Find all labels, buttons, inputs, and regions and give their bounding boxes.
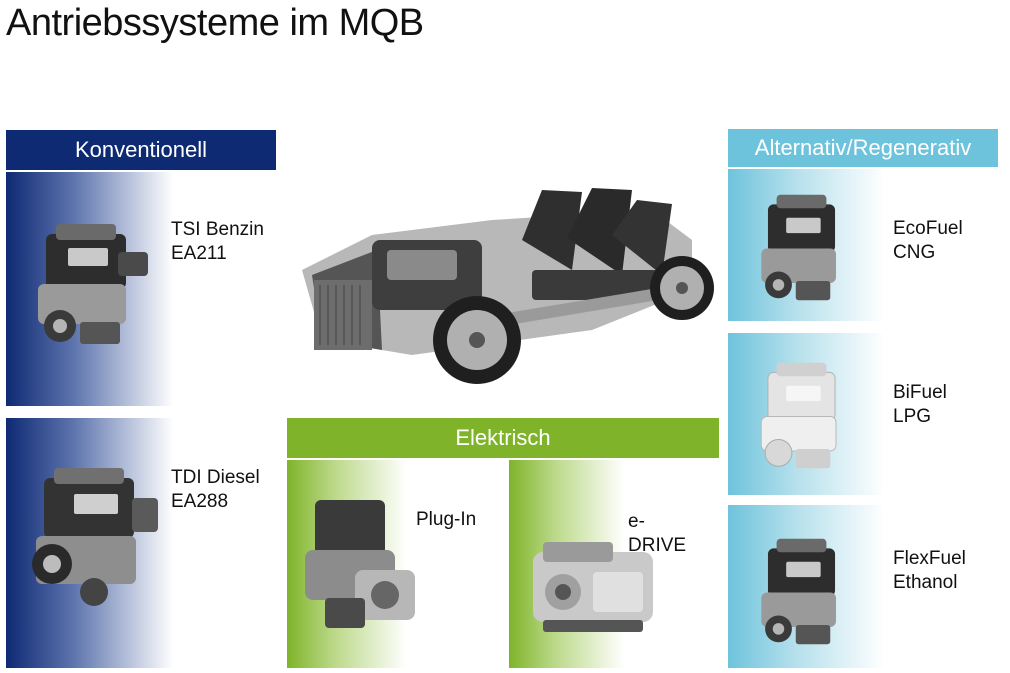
panel-plug-in: Plug-In (287, 460, 505, 668)
alternativ-header-label: Alternativ/Regenerativ (754, 135, 972, 160)
car-chassis-icon (302, 188, 714, 384)
alternativ-header: Alternativ/Regenerativ (728, 129, 998, 167)
page-title: Antriebssysteme im MQB (6, 2, 424, 44)
plug-in-label: Plug-In (416, 509, 477, 530)
ecofuel-label: EcoFuel CNG (893, 218, 963, 263)
elektrisch-header: Elektrisch (287, 418, 719, 458)
e-drive-label: e- DRIVE (628, 511, 687, 556)
konventionell-header: Konventionell (6, 130, 276, 170)
elektrisch-header-label: Elektrisch (455, 425, 551, 450)
engine-icon (38, 224, 148, 344)
engine-icon (761, 538, 836, 645)
konventionell-header-label: Konventionell (74, 137, 208, 162)
engine-icon (761, 194, 836, 301)
panel-bifuel: BiFuel LPG (728, 333, 998, 495)
panel-e-drive: e- DRIVE (509, 460, 719, 668)
tdi-diesel-label: TDI Diesel EA288 (171, 467, 260, 512)
bifuel-label: BiFuel LPG (893, 382, 947, 427)
panel-flexfuel: FlexFuel Ethanol (728, 505, 998, 668)
engine-icon (760, 362, 837, 469)
flexfuel-label: FlexFuel Ethanol (893, 548, 966, 593)
engine-icon (32, 468, 158, 606)
panel-tsi-benzin: TSI Benzin EA211 (6, 172, 276, 406)
tsi-benzin-label: TSI Benzin EA211 (171, 219, 264, 264)
panel-tdi-diesel: TDI Diesel EA288 (6, 418, 276, 668)
hybrid-drive-icon (305, 500, 415, 628)
panel-ecofuel: EcoFuel CNG (728, 169, 998, 321)
electric-motor-icon (533, 542, 653, 632)
